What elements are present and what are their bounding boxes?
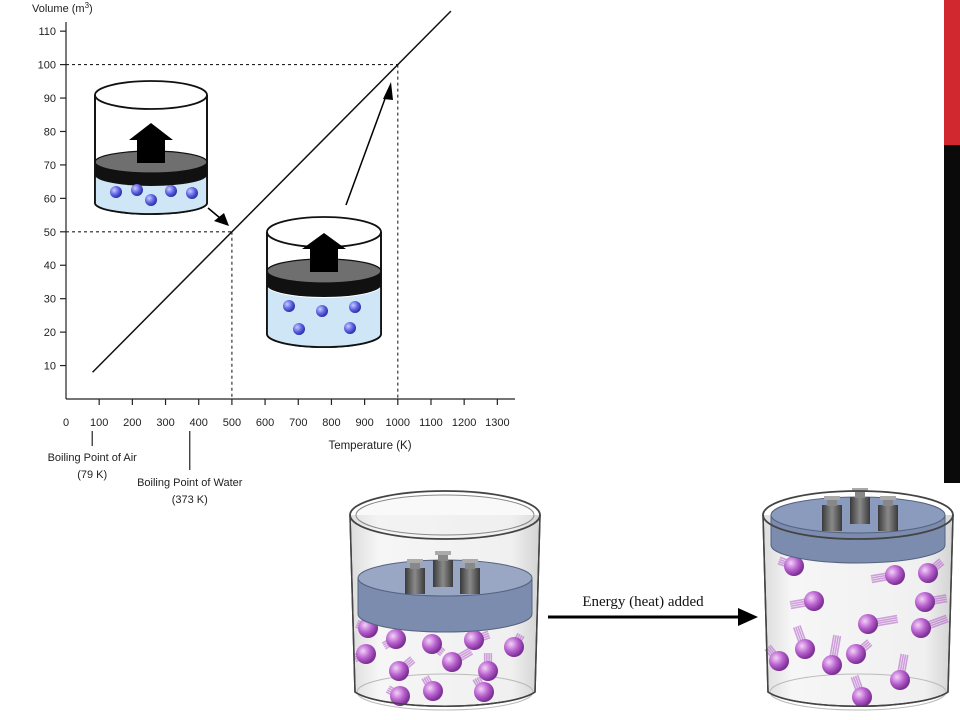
accent-bar-red	[944, 0, 960, 145]
x-tick-label: 400	[190, 417, 208, 429]
beaker-before-heating	[349, 490, 541, 711]
gas-molecule	[474, 682, 494, 702]
reference-lines	[66, 64, 399, 399]
x-tick-label: 1200	[452, 417, 476, 429]
x-tick-label: 800	[322, 417, 340, 429]
beaker-after-heating	[762, 488, 954, 711]
gas-molecule	[356, 644, 376, 664]
gas-molecule	[464, 630, 484, 650]
x-tick-label: 300	[156, 417, 174, 429]
y-tick-label: 100	[38, 60, 56, 72]
y-tick-label: 60	[44, 193, 56, 205]
x-tick-label: 0	[63, 417, 69, 429]
gas-molecule	[852, 687, 872, 707]
y-axis-label: Volume (m3)	[32, 1, 93, 15]
x-axis-label: Temperature (K)	[328, 440, 411, 452]
gas-molecules	[353, 618, 525, 706]
y-tick-label: 70	[44, 160, 56, 172]
y-tick-label: 90	[44, 93, 56, 105]
series-line	[92, 10, 452, 373]
gas-molecule	[504, 637, 524, 657]
y-ticks: 10 20 30 40 50 60 70 80 90 100 110	[38, 26, 66, 373]
up-arrow-icon	[302, 233, 346, 272]
y-tick-label: 10	[44, 361, 56, 373]
x-tick-label: 1000	[386, 417, 410, 429]
annotation-value: (373 K)	[172, 494, 208, 506]
gas-molecule	[423, 681, 443, 701]
y-tick-label: 40	[44, 260, 56, 272]
gas-molecule	[918, 563, 938, 583]
x-tick-label: 700	[289, 417, 307, 429]
series-lines	[92, 10, 452, 373]
x-tick-label: 1100	[419, 417, 443, 429]
gas-molecule	[784, 556, 804, 576]
gas-molecules	[764, 556, 949, 707]
annotation-label: Boiling Point of Air	[48, 452, 138, 464]
gas-molecule	[422, 634, 442, 654]
gas-molecule	[804, 591, 824, 611]
pointer-arrow-large	[345, 95, 387, 206]
gas-molecule	[822, 655, 842, 675]
x-tick-label: 500	[223, 417, 241, 429]
arrow-right-icon	[738, 608, 758, 626]
cylinder-small-illustration	[94, 80, 208, 215]
y-tick-label: 20	[44, 327, 56, 339]
y-tick-label: 110	[38, 26, 56, 38]
volume-temperature-chart: Volume (m3) 10 20 30 40 50 60 70 80 90 100 110 0 10…	[32, 1, 515, 506]
x-tick-label: 100	[90, 417, 108, 429]
liquid-particles	[110, 184, 198, 206]
gas-molecule	[890, 670, 910, 690]
gas-molecule	[795, 639, 815, 659]
y-tick-label: 80	[44, 126, 56, 138]
y-tick-label: 30	[44, 294, 56, 306]
arrow-head-small-icon	[214, 213, 229, 226]
gas-molecule	[769, 651, 789, 671]
annotations: Boiling Point of Air (79 K) Boiling Point …	[48, 431, 243, 506]
gas-molecule	[478, 661, 498, 681]
y-tick-label: 50	[44, 227, 56, 239]
energy-label: Energy (heat) added	[582, 594, 704, 610]
weights	[405, 551, 480, 594]
gas-molecule	[442, 652, 462, 672]
x-tick-label: 200	[123, 417, 141, 429]
x-tick-label: 900	[355, 417, 373, 429]
gas-molecule	[915, 592, 935, 612]
x-ticks: 0 100 200 300 400 500 600 700 800 900 1000 1100 1200…	[63, 399, 510, 429]
liquid-particles	[283, 300, 361, 335]
gas-molecule	[390, 686, 410, 706]
annotation-label: Boiling Point of Water	[137, 477, 243, 489]
pointer-arrow-small	[207, 207, 221, 219]
annotation-value: (79 K)	[77, 469, 107, 481]
arrow-head-large-icon	[383, 82, 393, 100]
gas-molecule	[911, 618, 931, 638]
x-tick-label: 600	[256, 417, 274, 429]
gas-molecule	[846, 644, 866, 664]
accent-bar-black	[944, 145, 960, 483]
gas-molecule	[386, 629, 406, 649]
gas-molecule	[389, 661, 409, 681]
gas-molecule	[858, 614, 878, 634]
gas-molecule	[885, 565, 905, 585]
up-arrow-icon	[129, 123, 173, 163]
cylinder-large-illustration	[266, 216, 382, 348]
x-tick-label: 1300	[485, 417, 509, 429]
weights	[822, 488, 898, 531]
